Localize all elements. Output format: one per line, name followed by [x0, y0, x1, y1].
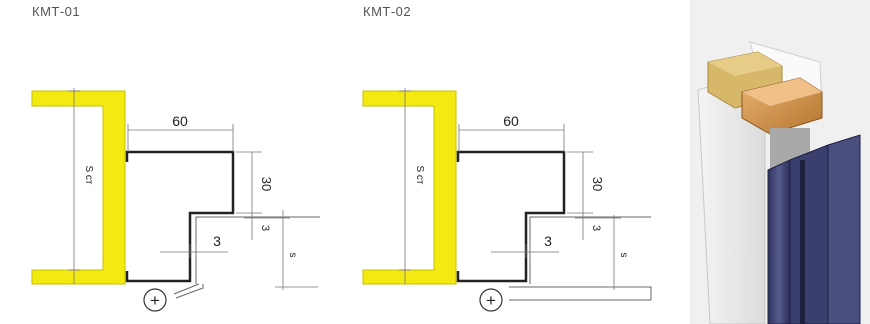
height-dim-label: 30	[590, 177, 605, 191]
width-dim-label: 60	[503, 113, 519, 129]
step-dim-label: 3	[213, 233, 221, 249]
wall-dim-label: S ст	[83, 165, 94, 184]
frame-post-side	[789, 144, 829, 324]
wall-dimension	[399, 88, 411, 284]
height-dimension	[236, 151, 262, 214]
step-dimension	[491, 244, 559, 258]
step-dimension	[160, 244, 228, 258]
plus-circle-icon	[143, 288, 167, 312]
wall-dimension	[68, 88, 80, 284]
foam-top	[708, 52, 782, 76]
figure-title-kmt01: КМТ-01	[32, 4, 81, 19]
trim-plate	[509, 286, 652, 301]
profile-diagram-kmt02: S ст 60 30 3 3 s +	[362, 88, 652, 312]
s-dimension	[606, 215, 649, 290]
width-dimension	[127, 124, 234, 152]
width-dimension	[458, 124, 565, 152]
frame-profile	[125, 150, 235, 283]
wood-top	[742, 78, 822, 106]
frame-flange	[827, 134, 861, 324]
step-dim-label: 3	[544, 233, 552, 249]
trim-line	[195, 216, 320, 284]
wall-section	[362, 90, 457, 285]
profile-diagram-kmt01: S ст 60 30 3 3 s +	[31, 88, 320, 312]
wall-section	[31, 90, 126, 285]
trim-line	[529, 216, 651, 284]
plus-circle-icon	[479, 288, 503, 312]
trim-bracket	[173, 283, 204, 299]
wall-dim-label: S ст	[414, 165, 425, 184]
s-dim-label: s	[287, 253, 298, 258]
figure-title-kmt02: КМТ-02	[363, 4, 412, 19]
s-dim-label: s	[618, 253, 629, 258]
frame-profile	[456, 150, 566, 283]
small-dim-label: 3	[590, 225, 602, 231]
plus-label: +	[150, 291, 160, 310]
s-dimension	[275, 210, 318, 290]
small-dim-label: 3	[259, 225, 271, 231]
height-dimension	[567, 151, 593, 214]
frame-post	[767, 159, 791, 324]
frame-groove	[800, 160, 805, 324]
plus-label: +	[486, 291, 496, 310]
frame-3d-render	[690, 0, 870, 324]
small-dimension	[575, 213, 621, 240]
small-dimension	[244, 213, 290, 240]
height-dim-label: 30	[259, 177, 274, 191]
width-dim-label: 60	[172, 113, 188, 129]
